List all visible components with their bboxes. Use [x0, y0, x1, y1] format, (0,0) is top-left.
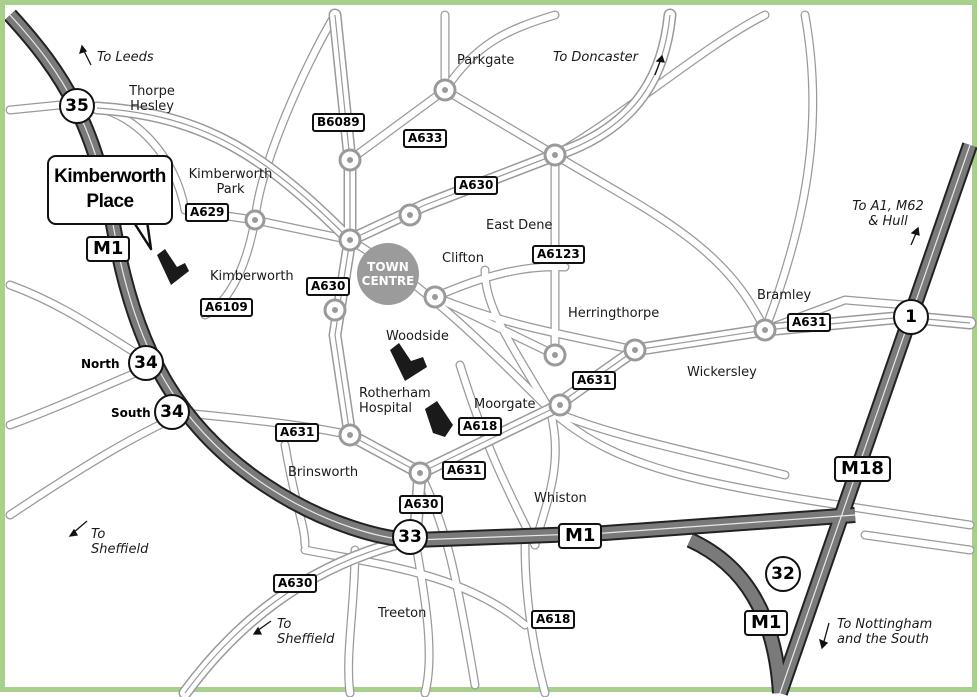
site-markers: [157, 249, 453, 437]
road-sign-a631-right: A631: [787, 313, 832, 332]
motorway-sign-m1-mid: M1: [558, 523, 603, 549]
hesley-label: Hesley: [130, 99, 174, 114]
clifton-label: Clifton: [442, 251, 484, 266]
to-sheffield-2-line-2: Sheffield: [277, 632, 335, 647]
to-nottingham-line-2: and the South: [837, 632, 929, 647]
road-sign-a618-hospital: A618: [458, 417, 503, 436]
dual-carriageways-fill: [92, 10, 975, 697]
to-sheffield-2-line-1: To: [277, 617, 292, 632]
to-sheffield-label-2: To Sheffield: [277, 617, 334, 647]
road-sign-a631-left: A631: [275, 423, 320, 442]
junction-34-north: 34: [128, 345, 164, 381]
town-centre-circle: TOWN CENTRE: [357, 243, 419, 305]
hospital-label: Hospital: [359, 401, 413, 416]
motorway-sign-m1-bottom: M1: [744, 610, 789, 636]
town-centre-line-2: CENTRE: [361, 274, 415, 288]
road-sign-a618-bottom: A618: [531, 610, 576, 629]
thorpe-label: Thorpe: [129, 84, 175, 99]
road-sign-a630-low: A630: [399, 495, 444, 514]
callout-line-1: Kimberworth: [54, 166, 166, 187]
kimberworth-place-marker: [157, 249, 189, 285]
junction-1: 1: [893, 299, 929, 335]
direction-arrows: [68, 44, 920, 650]
junction-33: 33: [392, 519, 428, 555]
junction-35: 35: [59, 88, 95, 124]
town-centre-line-1: TOWN: [367, 260, 409, 274]
road-sign-a6123: A6123: [532, 245, 585, 264]
junction-34-south: 34: [154, 394, 190, 430]
to-nottingham-line-1: To Nottingham: [837, 617, 933, 632]
to-sheffield-1-line-1: To: [91, 527, 106, 542]
east-dene-label: East Dene: [486, 218, 553, 233]
callout-pointer: [131, 220, 153, 251]
kimberworth-label: Kimberworth: [210, 269, 294, 284]
road-sign-a631-low: A631: [442, 461, 487, 480]
kimberworth-park-line-2: Park: [216, 182, 245, 197]
motorway-sign-m1-top: M1: [86, 236, 131, 262]
road-sign-a631-mid: A631: [572, 371, 617, 390]
woodside-marker: [390, 343, 427, 381]
road-sign-a630-mid: A630: [306, 277, 351, 296]
to-leeds-label: To Leeds: [97, 50, 154, 65]
brinsworth-label: Brinsworth: [288, 465, 359, 480]
kimberworth-park-line-1: Kimberworth: [188, 167, 273, 182]
to-sheffield-label-1: To Sheffield: [91, 527, 148, 557]
junction-south-label: South: [111, 406, 151, 420]
roundabouts: [244, 78, 777, 485]
wickersley-label: Wickersley: [687, 365, 757, 380]
road-sign-a629: A629: [185, 203, 230, 222]
to-a1-line-1: To A1, M62: [852, 199, 924, 214]
to-a1-label: To A1, M62 & Hull: [843, 199, 933, 229]
to-sheffield-1-line-2: Sheffield: [91, 542, 149, 557]
bramley-label: Bramley: [757, 288, 812, 303]
junction-north-label: North: [81, 357, 120, 371]
whiston-label: Whiston: [534, 491, 587, 506]
to-a1-line-2: & Hull: [868, 214, 908, 229]
motorway-sign-m18: M18: [834, 456, 891, 482]
treeton-label: Treeton: [378, 606, 427, 621]
herringthorpe-label: Herringthorpe: [568, 306, 660, 321]
rotherham-hospital-label: Rotherham Hospital: [359, 386, 431, 416]
parkgate-label: Parkgate: [457, 53, 515, 68]
kimberworth-park-label: Kimberworth Park: [183, 167, 278, 197]
road-sign-a6109: A6109: [200, 298, 253, 317]
thorpe-hesley-label: Thorpe Hesley: [117, 84, 187, 114]
road-sign-a630-sw: A630: [273, 574, 318, 593]
road-sign-b6089: B6089: [312, 113, 365, 132]
junction-32: 32: [765, 556, 801, 592]
rotherham-label: Rotherham: [359, 386, 431, 401]
woodside-label: Woodside: [386, 329, 449, 344]
dual-carriageways: [90, 8, 977, 697]
hospital-marker: [425, 401, 453, 437]
road-sign-a633: A633: [403, 129, 448, 148]
moorgate-label: Moorgate: [474, 397, 536, 412]
callout-line-2: Place: [86, 191, 134, 212]
kimberworth-place-callout: Kimberworth Place: [47, 155, 173, 225]
road-sign-a630-top: A630: [454, 176, 499, 195]
to-nottingham-label: To Nottingham and the South: [837, 617, 932, 647]
to-doncaster-label: To Doncaster: [553, 50, 638, 65]
